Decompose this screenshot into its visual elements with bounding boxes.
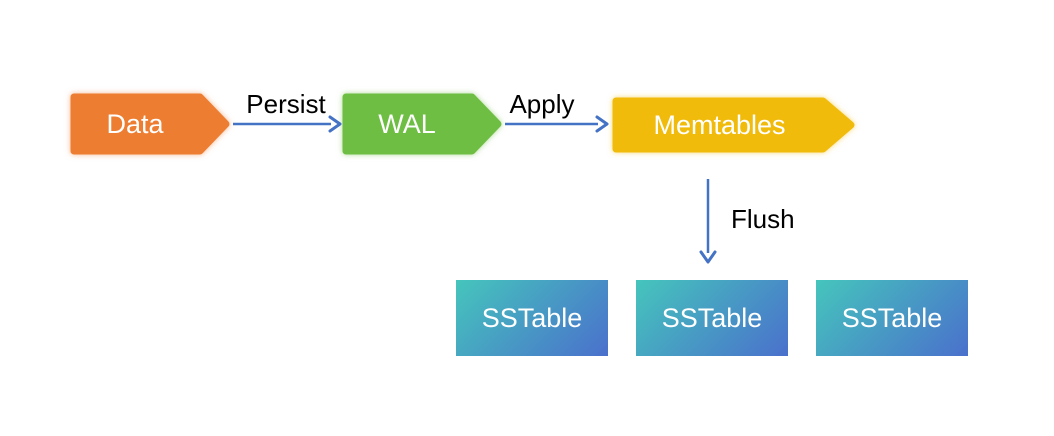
apply-edge-label: Apply xyxy=(509,89,575,119)
sstable-box-2: SSTable xyxy=(636,280,788,356)
node-memtables-label: Memtables xyxy=(653,109,786,140)
persist-edge-label: Persist xyxy=(246,89,326,119)
sstable-box-1: SSTable xyxy=(456,280,608,356)
apply-arrowhead-icon xyxy=(595,115,609,133)
apply-arrow xyxy=(505,115,609,133)
node-data-label: Data xyxy=(106,108,164,139)
sstable-label-1: SSTable xyxy=(481,302,583,333)
pentagon-shape-wal xyxy=(342,93,502,155)
node-data: Data xyxy=(70,93,230,155)
pentagon-path-wal xyxy=(342,93,502,155)
node-memtables: Memtables xyxy=(612,97,855,153)
node-wal-label: WAL xyxy=(378,108,436,139)
sstable-label-2: SSTable xyxy=(661,302,763,333)
pentagon-shape-memtables xyxy=(612,97,855,153)
flush-edge-label: Flush xyxy=(731,204,795,234)
pentagon-path-memtables xyxy=(612,97,855,153)
pentagon-shape-data xyxy=(70,93,230,155)
flush-arrowhead-icon xyxy=(699,250,717,264)
persist-arrowhead-icon xyxy=(328,115,342,133)
sstable-box-3: SSTable xyxy=(816,280,968,356)
persist-arrow xyxy=(233,115,342,133)
flush-arrow xyxy=(699,179,717,264)
node-wal: WAL xyxy=(342,93,502,155)
pentagon-path-data xyxy=(70,93,230,155)
sstable-label-3: SSTable xyxy=(841,302,943,333)
